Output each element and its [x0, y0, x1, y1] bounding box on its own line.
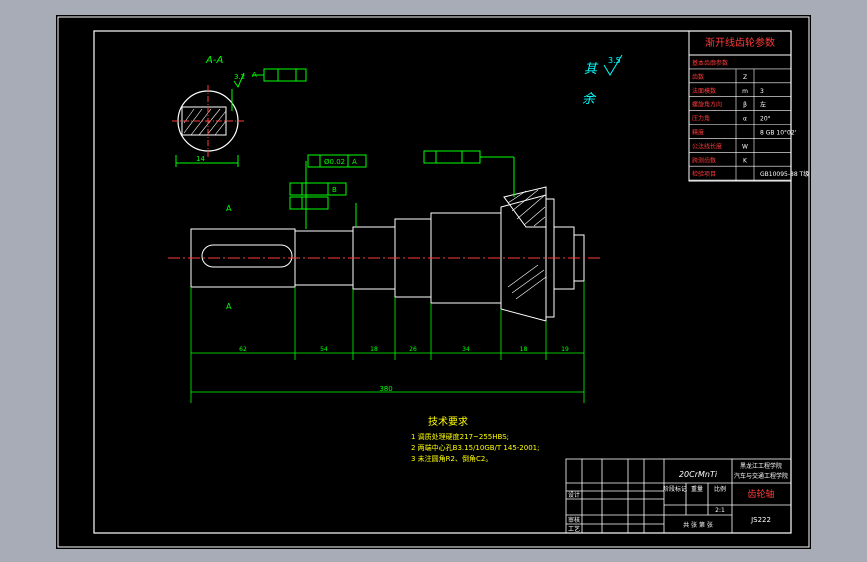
overall-length: 380 — [379, 385, 392, 393]
gear-param-value: 3 — [760, 88, 764, 95]
gear-param-symbol: Z — [743, 74, 747, 81]
segment-dimension: 34 — [462, 346, 470, 353]
school-line-1: 黑龙江工程学院 — [740, 462, 782, 470]
check-label: 审核 — [568, 516, 580, 524]
gear-param-symbol: W — [742, 143, 748, 150]
gear-param-symbol: K — [743, 157, 748, 164]
gear-param-name: 检验项目 — [692, 170, 716, 178]
segment-dimension: 62 — [239, 346, 247, 353]
gear-param-value: 20° — [760, 116, 771, 123]
gear-table-title: 渐开线齿轮参数 — [705, 36, 775, 49]
segment-dimension: 26 — [409, 346, 417, 353]
section-view-a-a: A-A 3.2 A 14 — [172, 55, 307, 167]
datum-a-label: A — [352, 158, 357, 166]
ratio-label: 比例 — [714, 485, 726, 493]
qi-char: 其 — [584, 62, 599, 77]
segment-dimension: 19 — [561, 346, 569, 353]
other-roughness-symbol: 其 余 3.5 — [582, 54, 623, 107]
scale-value: 2:1 — [715, 507, 725, 514]
process-label: 工艺 — [568, 525, 580, 533]
sheets-label: 共 张 第 张 — [683, 521, 713, 529]
other-roughness-value: 3.5 — [608, 56, 621, 65]
gear-param-name: 公法线长度 — [692, 142, 722, 150]
tech-req-item-3: 3 未注圆角R2、倒角C2。 — [411, 454, 492, 463]
section-dimension: 14 — [196, 155, 205, 163]
outer-frame — [57, 16, 810, 548]
gear-param-value: GB10095-88 T级 — [760, 170, 809, 178]
drawing-sheet: 渐开线齿轮参数 基本齿廓参数齿数 Z 法面模数 m 3 螺旋角方向 β 左压力角 α 20° 精度 8… — [56, 15, 811, 549]
school-line-2: 汽车与交通工程学院 — [734, 472, 788, 480]
design-label: 设计 — [568, 491, 580, 499]
technical-requirements: 技术要求 1 调质处理硬度217~255HBS; 2 两端中心孔B3.15/10… — [411, 415, 539, 463]
gear-param-name: 精度 — [692, 129, 704, 137]
gear-param-name: 齿数 — [692, 73, 704, 81]
tech-req-title: 技术要求 — [428, 415, 468, 428]
tolerance-frames — [289, 150, 515, 229]
cut-mark-top: A — [226, 204, 232, 213]
gear-param-symbol: β — [743, 102, 747, 109]
gear-param-value: 左 — [760, 101, 766, 109]
gear-param-symbol: m — [742, 88, 748, 95]
title-block — [565, 458, 792, 534]
cut-mark-bottom: A — [226, 302, 232, 311]
gear-section — [503, 186, 547, 300]
gear-param-name: 螺旋角方向 — [692, 101, 722, 109]
tech-req-item-2: 2 两端中心孔B3.15/10GB/T 145-2001; — [411, 443, 539, 452]
datum-b-label: B — [332, 186, 337, 194]
yu-char: 余 — [582, 91, 597, 107]
gear-param-name: 跨测齿数 — [692, 156, 716, 164]
gear-param-name: 压力角 — [692, 115, 710, 123]
gear-param-name: 法面模数 — [692, 87, 716, 95]
drawing-no: JS222 — [750, 516, 771, 524]
segment-dimension: 18 — [370, 346, 378, 353]
gear-param-name: 基本齿廓参数 — [692, 59, 728, 67]
stage-label: 阶段标记 — [663, 485, 687, 493]
gear-param-value: 8 GB 10°02' — [760, 130, 797, 137]
material: 20CrMnTi — [679, 470, 718, 479]
part-name: 齿轮轴 — [747, 488, 774, 500]
section-label: A-A — [205, 55, 223, 66]
segment-dimension: 54 — [320, 346, 328, 353]
segment-dimension: 18 — [520, 346, 528, 353]
weight-label: 重量 — [691, 485, 703, 493]
gear-param-symbol: α — [743, 116, 747, 123]
roughness-value: 3.2 — [234, 73, 245, 81]
inner-frame — [93, 30, 792, 534]
tolerance-value: Ø0.02 — [324, 158, 345, 166]
dimension-lines — [190, 281, 585, 403]
tech-req-item-1: 1 调质处理硬度217~255HBS; — [411, 432, 509, 441]
